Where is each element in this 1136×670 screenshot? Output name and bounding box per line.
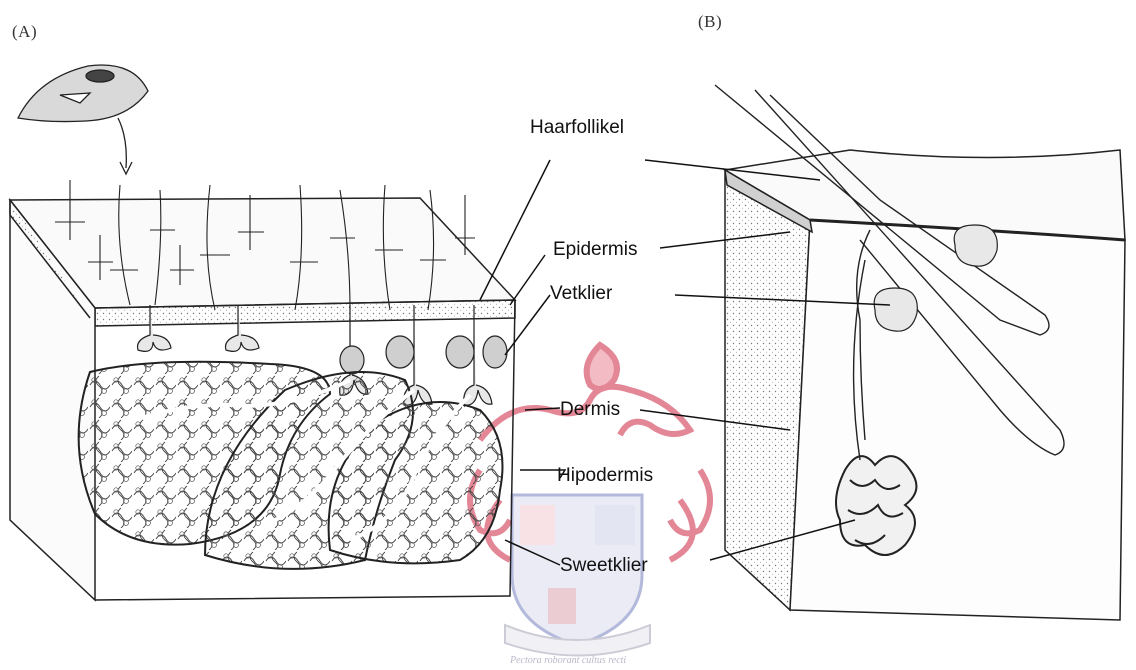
label-sweat-gland: Sweetklier xyxy=(560,556,648,575)
label-dermis: Dermis xyxy=(560,400,620,419)
label-hypodermis: Hipodermis xyxy=(557,466,653,485)
watermark-motto: Pectora roborant cultus recti xyxy=(510,655,626,666)
label-epidermis: Epidermis xyxy=(553,240,637,259)
label-sebaceous-gland: Vetklier xyxy=(550,284,612,303)
label-hair-follicle: Haarfollikel xyxy=(530,118,624,137)
hedgehog-icon xyxy=(18,65,148,174)
